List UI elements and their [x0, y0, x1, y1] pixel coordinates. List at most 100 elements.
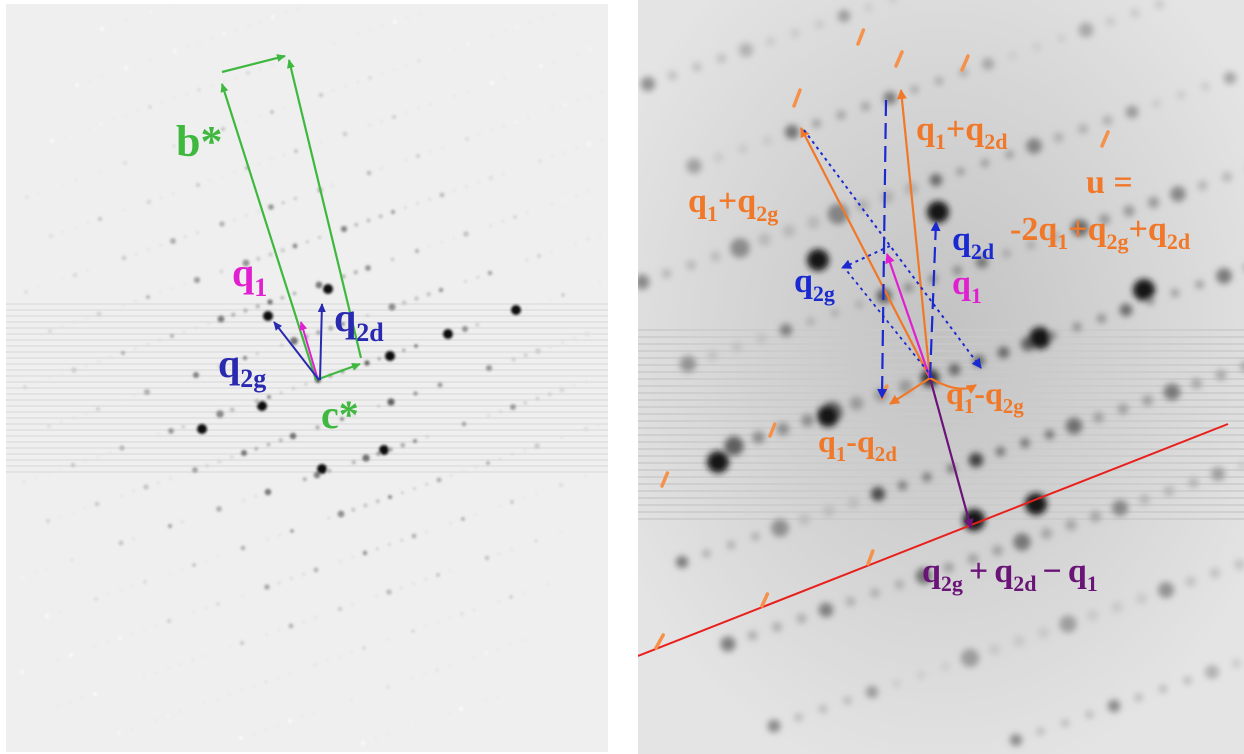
satellite-spot — [180, 568, 183, 571]
satellite-spot — [772, 622, 782, 632]
satellite-spot — [843, 696, 852, 705]
diffraction-spot — [293, 148, 299, 154]
satellite-spot — [247, 24, 250, 27]
satellite-spot — [252, 732, 255, 735]
satellite-spot — [350, 651, 353, 654]
satellite-spot — [436, 621, 439, 624]
diffraction-spot — [146, 199, 152, 205]
satellite-spot — [289, 576, 294, 581]
diffraction-spot — [94, 597, 98, 601]
satellite-spot — [59, 515, 62, 518]
diffraction-spot — [246, 71, 250, 75]
tick-mark — [866, 549, 875, 566]
satellite-spot — [477, 180, 481, 184]
satellite-spot — [794, 713, 803, 722]
sum-vector — [928, 377, 974, 529]
satellite-spot — [424, 530, 428, 534]
satellite-spot — [99, 170, 102, 173]
diffraction-spot — [537, 254, 541, 258]
diffraction-spot — [267, 299, 273, 305]
satellite-spot — [414, 296, 419, 301]
satellite-spot — [1065, 519, 1077, 531]
satellite-spot — [472, 608, 476, 612]
satellite-spot — [36, 381, 39, 384]
diffraction-spot — [21, 575, 25, 579]
satellite-spot — [255, 304, 260, 309]
diffraction-spot — [118, 540, 124, 546]
satellite-spot — [130, 727, 133, 730]
satellite-spot — [283, 59, 286, 62]
satellite-spot — [34, 571, 37, 574]
satellite-spot — [368, 124, 371, 127]
satellite-spot — [159, 243, 163, 247]
satellite-spot — [997, 346, 1010, 359]
diffraction-spot — [344, 37, 348, 41]
diffraction-spot — [121, 351, 125, 355]
satellite-spot — [222, 80, 225, 83]
diffraction-spot — [368, 76, 372, 80]
diffraction-spot — [779, 323, 793, 337]
satellite-spot — [806, 317, 815, 326]
satellite-spot — [796, 613, 807, 624]
satellite-spot — [523, 353, 528, 358]
satellite-spot — [747, 630, 758, 641]
diffraction-spot — [148, 105, 152, 109]
diffraction-spot — [586, 237, 590, 241]
satellite-spot — [880, 190, 894, 204]
satellite-spot — [209, 179, 212, 182]
diffraction-spot — [436, 573, 440, 577]
diffraction-spot — [23, 385, 27, 389]
diffraction-spot — [216, 506, 222, 512]
satellite-spot — [1154, 0, 1165, 10]
satellite-spot — [497, 647, 500, 650]
satellite-spot — [59, 420, 63, 424]
satellite-spot — [258, 115, 261, 118]
diffraction-spot — [1071, 219, 1089, 237]
bright-spot — [807, 249, 829, 271]
satellite-spot — [46, 567, 49, 570]
satellite-spot — [1237, 460, 1244, 471]
satellite-spot — [811, 118, 822, 129]
satellite-spot — [501, 172, 505, 176]
diffraction-spot — [411, 629, 415, 633]
satellite-spot — [327, 468, 332, 473]
satellite-spot — [576, 99, 579, 102]
satellite-spot — [464, 280, 467, 283]
bright-spot — [317, 464, 327, 474]
diffraction-spot — [143, 580, 147, 584]
left-diffraction-panel: b* c* q1 q2g q2d — [6, 4, 608, 752]
satellite-spot — [448, 664, 451, 667]
diffraction-spot — [166, 714, 170, 718]
diffraction-spot — [968, 452, 984, 468]
satellite-spot — [228, 693, 231, 696]
diffraction-spot — [117, 731, 121, 735]
satellite-spot — [416, 202, 419, 205]
left-diffraction-svg: b* c* q1 q2g q2d — [6, 4, 608, 752]
diffraction-spot — [437, 382, 443, 388]
satellite-spot — [192, 611, 195, 614]
satellite-spot — [790, 28, 800, 38]
satellite-spot — [897, 480, 908, 491]
diffraction-spot — [539, 64, 543, 68]
satellite-spot — [449, 521, 453, 525]
satellite-spot — [707, 350, 718, 361]
satellite-spot — [523, 496, 526, 499]
satellite-spot — [401, 491, 404, 494]
satellite-spot — [356, 80, 360, 84]
diffraction-spot — [558, 482, 564, 488]
satellite-spot — [403, 206, 407, 210]
satellite-spot — [375, 594, 379, 598]
diffraction-spot — [538, 159, 542, 163]
satellite-spot — [231, 312, 236, 317]
diffraction-spot — [239, 736, 243, 740]
diffraction-spot — [487, 270, 493, 276]
diffraction-spot — [364, 360, 370, 366]
satellite-spot — [380, 119, 384, 123]
satellite-spot — [376, 451, 381, 456]
satellite-spot — [390, 257, 395, 262]
diffraction-spot — [24, 290, 28, 294]
satellite-spot — [584, 475, 587, 478]
satellite-spot — [405, 111, 408, 114]
satellite-spot — [503, 77, 506, 80]
satellite-spot — [69, 701, 72, 704]
